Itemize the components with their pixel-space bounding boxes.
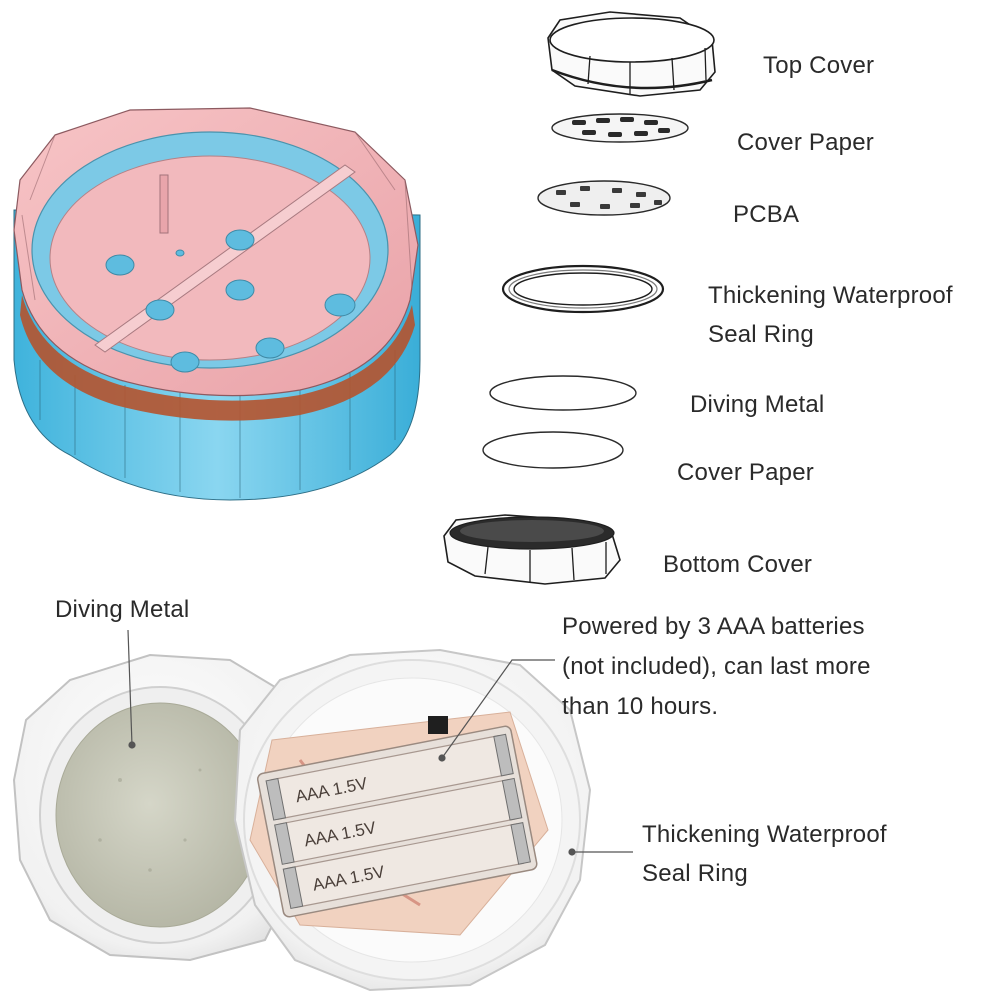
- label-bottom-cover: Bottom Cover: [663, 553, 812, 577]
- label-top-cover: Top Cover: [763, 54, 874, 78]
- bottom-cover-part: [444, 515, 620, 584]
- seal-ring-part: [503, 266, 663, 312]
- callout-diving-metal: Diving Metal: [55, 598, 189, 622]
- label-cover-paper-top: Cover Paper: [737, 131, 874, 155]
- label-diving-metal: Diving Metal: [690, 393, 824, 417]
- label-seal-ring: Thickening Waterproof Seal Ring: [708, 276, 953, 354]
- cylinder-render-icon: [14, 108, 420, 500]
- pcba-part: [538, 181, 670, 215]
- cover-paper-top-part: [552, 114, 688, 142]
- label-cover-paper-bottom: Cover Paper: [677, 461, 814, 485]
- cover-paper-bottom-part: [483, 432, 623, 468]
- callout-battery-note: Powered by 3 AAA batteries (not included…: [562, 607, 871, 727]
- diving-metal-part: [490, 376, 636, 410]
- label-pcba: PCBA: [733, 203, 799, 227]
- top-cover-part: [548, 12, 715, 96]
- callout-seal-ring: Thickening Waterproof Seal Ring: [642, 815, 887, 893]
